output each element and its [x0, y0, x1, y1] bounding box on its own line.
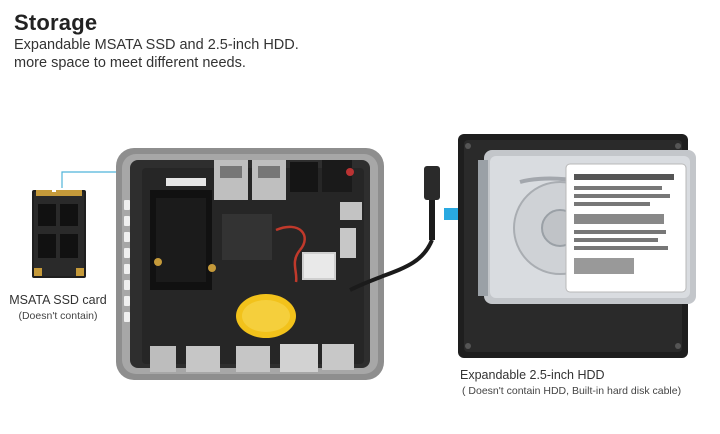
- hdd-drive: [478, 150, 696, 304]
- msata-note: (Doesn't contain): [18, 310, 98, 322]
- hdd-caption: Expandable 2.5-inch HDD: [460, 368, 605, 382]
- hdd-sata-cable: [349, 239, 434, 292]
- subtitle-line-1: Expandable MSATA SSD and 2.5-inch HDD.: [14, 37, 299, 53]
- mini-pc-open-case: [116, 148, 384, 380]
- msata-caption: MSATA SSD card: [9, 293, 107, 307]
- page-subtitle: Expandable MSATA SSD and 2.5-inch HDD. m…: [14, 36, 299, 72]
- hdd-note: ( Doesn't contain HDD, Built-in hard dis…: [462, 385, 682, 397]
- page-title: Storage: [14, 10, 98, 35]
- msata-ssd-card: [32, 188, 86, 278]
- subtitle-line-2: more space to meet different needs.: [14, 55, 246, 71]
